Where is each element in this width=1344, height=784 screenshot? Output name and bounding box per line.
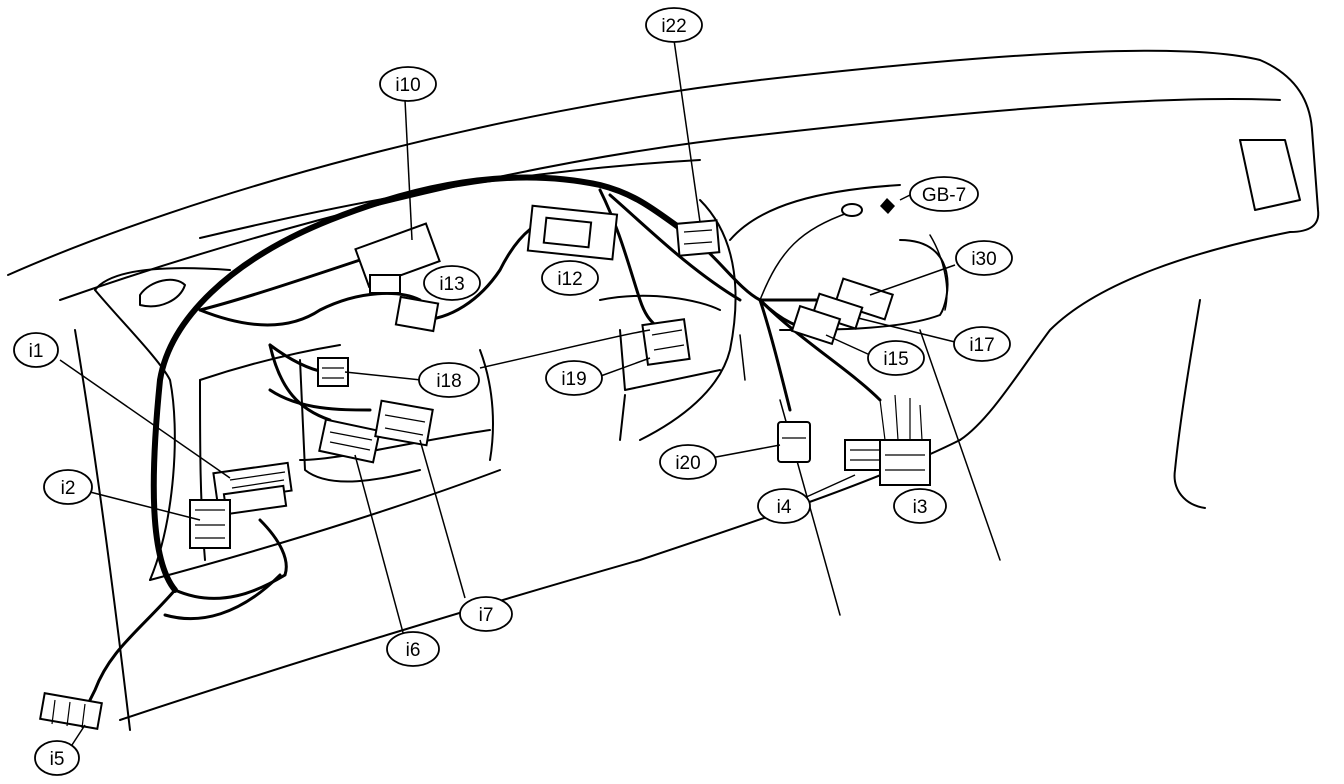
callout-text-i10: i10 <box>395 75 420 96</box>
callout-i30: i30 <box>955 240 1013 276</box>
callout-text-i2: i2 <box>61 478 76 499</box>
connector-i15 <box>790 304 842 346</box>
callout-text-i17: i17 <box>969 335 994 356</box>
callout-text-i12: i12 <box>557 269 582 290</box>
connector-i12 <box>526 204 619 261</box>
callout-text-i4: i4 <box>777 497 792 518</box>
connector-i7 <box>374 399 434 447</box>
connector-i19 <box>641 318 691 366</box>
connector-i3 <box>879 394 931 486</box>
ground-point-gb7 <box>841 198 895 217</box>
callout-text-i3: i3 <box>913 497 928 518</box>
callout-text-i7: i7 <box>479 605 494 626</box>
leader-lines <box>59 39 956 749</box>
callout-i5: i5 <box>34 740 80 776</box>
connector-i13 <box>394 295 440 333</box>
callout-text-i20: i20 <box>675 453 700 474</box>
connector-i2 <box>189 499 231 549</box>
callout-labels: i1 i2 i3 i4 i5 i6 i7 i10 i12 i13 i15 i17 i18 i19 i20 i2… <box>13 7 1013 776</box>
callout-i18: i18 <box>418 362 480 398</box>
callout-i19: i19 <box>545 360 603 396</box>
dashboard-outline <box>7 49 1320 731</box>
callout-i15: i15 <box>867 340 925 376</box>
callout-i4: i4 <box>757 488 811 524</box>
callout-text-i19: i19 <box>561 369 586 390</box>
connector-i5 <box>39 692 103 730</box>
callout-text-i22: i22 <box>661 16 686 37</box>
callout-text-i30: i30 <box>971 249 996 270</box>
callout-text-i6: i6 <box>406 640 421 661</box>
connector-i10 <box>354 222 441 294</box>
callout-i12: i12 <box>541 260 599 296</box>
callout-i3: i3 <box>893 488 947 524</box>
callout-text-i18: i18 <box>436 371 461 392</box>
callout-i1: i1 <box>13 332 59 368</box>
callout-text-i13: i13 <box>439 274 464 295</box>
connector-i20 <box>777 421 811 463</box>
callout-i10: i10 <box>379 66 437 102</box>
callout-i20: i20 <box>659 444 717 480</box>
callout-i2: i2 <box>43 469 93 505</box>
connector-i18 <box>317 357 349 387</box>
callout-text-i15: i15 <box>883 349 908 370</box>
callout-text-gb7: GB-7 <box>922 185 966 206</box>
callout-i7: i7 <box>459 596 513 632</box>
callout-i6: i6 <box>386 631 440 667</box>
connector-i22 <box>675 219 721 257</box>
callout-i22: i22 <box>645 7 703 43</box>
callout-gb7: GB-7 <box>909 176 979 212</box>
callout-i13: i13 <box>423 265 481 301</box>
callout-i17: i17 <box>953 326 1011 362</box>
connector-i6 <box>318 418 381 464</box>
callout-text-i5: i5 <box>50 749 65 770</box>
callout-text-i1: i1 <box>29 341 44 362</box>
